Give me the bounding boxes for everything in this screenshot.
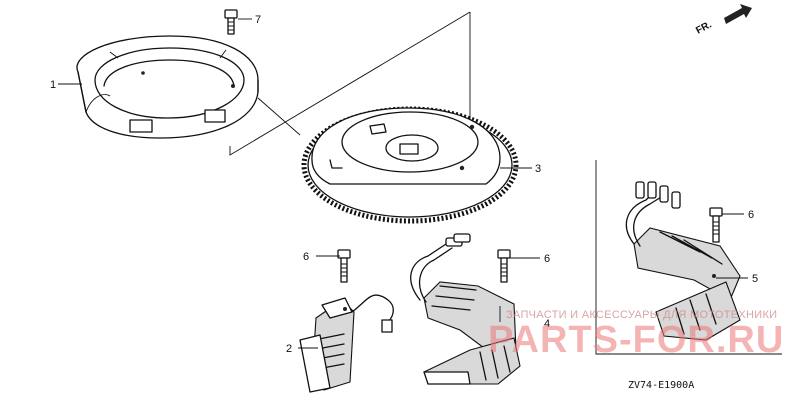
part-2-pulser-coil[interactable]	[299, 294, 394, 393]
guide-lines	[229, 11, 471, 156]
part-6-bolt-b[interactable]	[497, 249, 511, 283]
callout-6a[interactable]: 6	[303, 251, 309, 263]
callout-1[interactable]: 1	[50, 79, 56, 91]
part-1-cover-ring[interactable]	[76, 35, 259, 139]
callout-6c[interactable]: 6	[748, 209, 754, 221]
callout-5[interactable]: 5	[752, 273, 758, 285]
part-5-lighting-coil[interactable]	[625, 181, 741, 341]
part-6-bolt-c[interactable]	[709, 207, 723, 243]
part-3-flywheel[interactable]	[301, 106, 519, 224]
direction-label: FR.	[694, 19, 714, 36]
callout-3[interactable]: 3	[535, 163, 541, 175]
part-5-group-frame	[595, 160, 782, 355]
callout-4[interactable]: 4	[544, 318, 550, 330]
part-7-bolt[interactable]	[224, 9, 238, 35]
part-4-charge-coil[interactable]	[410, 233, 521, 385]
part-6-bolt-a[interactable]	[337, 249, 351, 283]
front-direction-indicator: FR.	[694, 4, 752, 37]
arrow-right-icon	[724, 4, 752, 24]
callout-2[interactable]: 2	[286, 343, 292, 355]
callout-7[interactable]: 7	[255, 14, 261, 26]
diagram-code: ZV74-E1900A	[628, 380, 694, 391]
watermark: ЗАПЧАСТИ И АКСЕССУАРЫ ДЛЯ МОТОТЕХНИКИ PA…	[488, 309, 784, 361]
watermark-logo: PARTS-FOR.RU	[488, 319, 784, 361]
watermark-tagline: ЗАПЧАСТИ И АКСЕССУАРЫ ДЛЯ МОТОТЕХНИКИ	[506, 309, 777, 321]
callout-6b[interactable]: 6	[544, 253, 550, 265]
callout-leaders	[58, 18, 748, 349]
